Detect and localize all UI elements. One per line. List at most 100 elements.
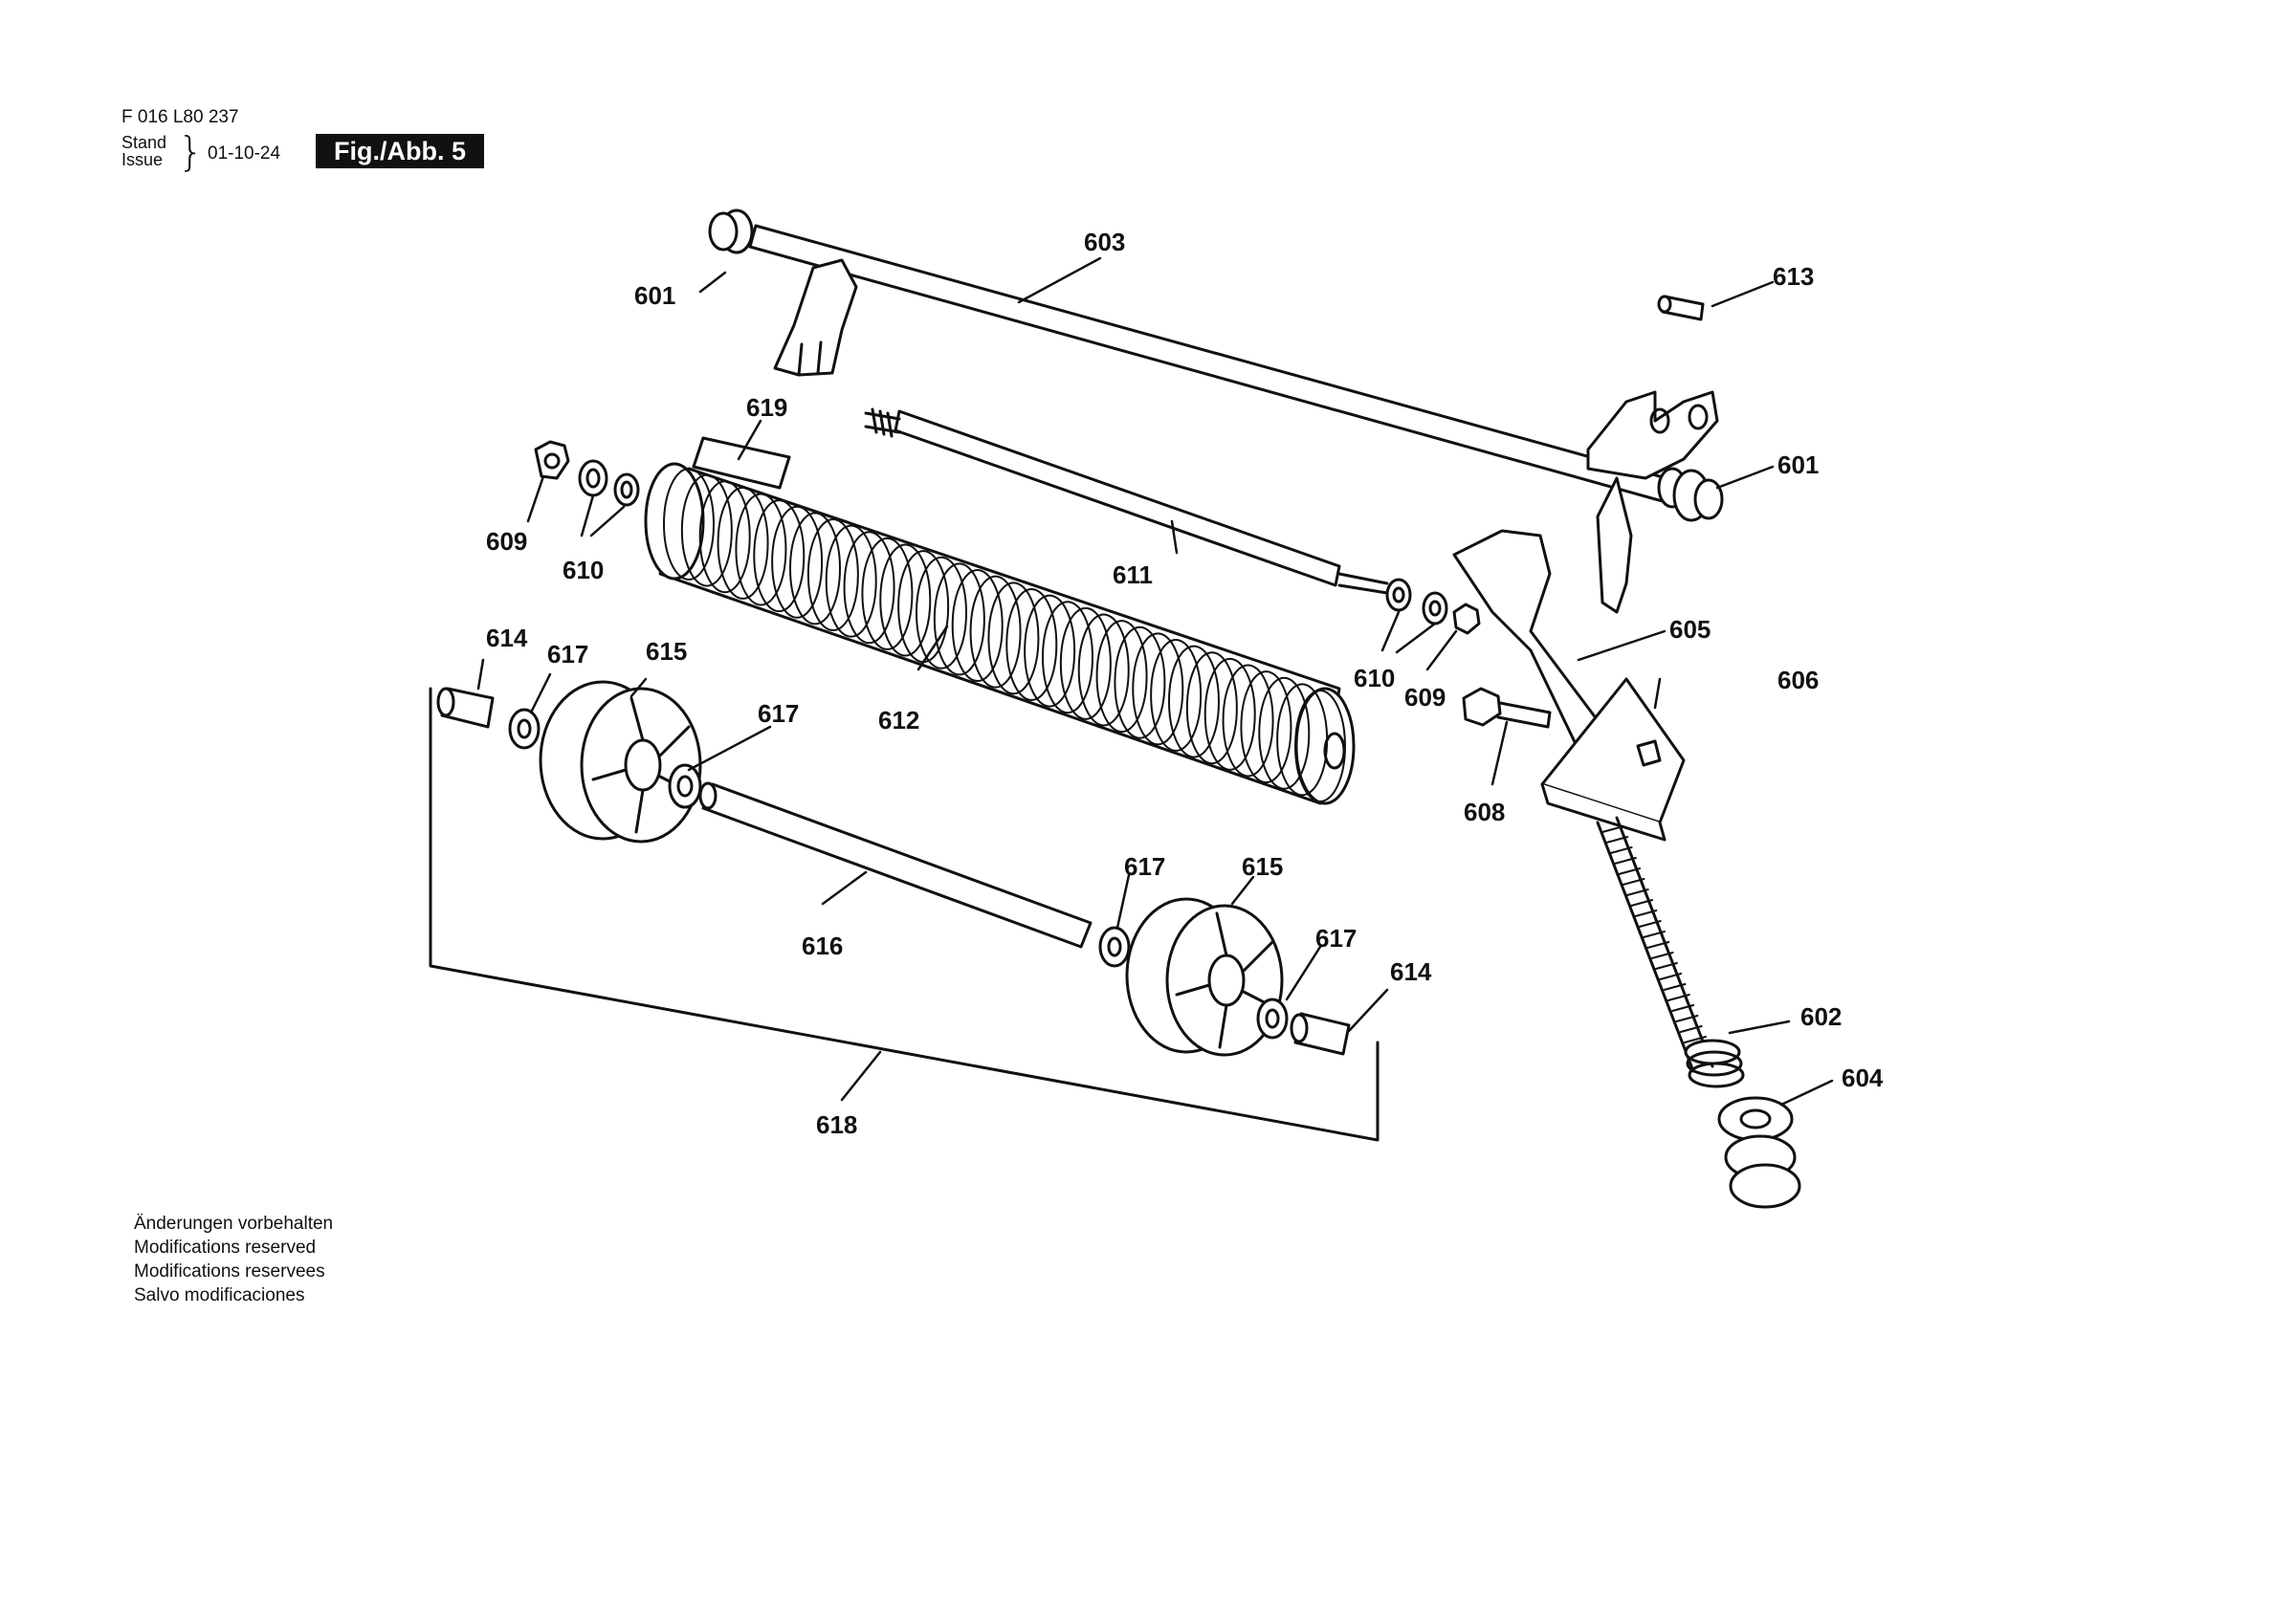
label-614-right: 614 xyxy=(1390,957,1432,986)
roller-rib xyxy=(1042,601,1093,714)
label-tag-619 xyxy=(692,436,791,490)
rod-thread-line xyxy=(1601,825,1624,833)
rod-thread-line xyxy=(1622,878,1645,886)
roller-rib xyxy=(1276,683,1329,797)
label-619: 619 xyxy=(746,393,787,422)
rod-thread-line xyxy=(1630,899,1654,907)
nut-604 xyxy=(1717,1096,1801,1209)
roller-rib xyxy=(1150,638,1203,752)
roller-rib xyxy=(717,486,769,600)
roller-rib xyxy=(825,524,877,638)
assembly-bracket-618 xyxy=(429,687,1380,1142)
washer-617-left-b xyxy=(668,763,702,809)
stand-label: Stand xyxy=(121,133,167,152)
threaded-rod xyxy=(1596,816,1714,1073)
roller-rib xyxy=(1222,664,1274,778)
rod-thread-line xyxy=(1650,952,1674,959)
rod-thread-line xyxy=(1625,888,1649,896)
rod-thread-line xyxy=(1671,1004,1695,1012)
roller-rib xyxy=(789,512,841,625)
roller-rib xyxy=(951,569,1004,683)
rod-thread-line xyxy=(1638,920,1662,928)
roller-rib xyxy=(969,575,1022,689)
spring-602 xyxy=(1684,1039,1745,1088)
roller-rib xyxy=(879,543,932,657)
label-617-mid: 617 xyxy=(1124,852,1165,881)
label-616: 616 xyxy=(802,932,843,960)
label-617-right: 617 xyxy=(1315,924,1357,953)
washer-617-right xyxy=(1256,998,1289,1040)
rod-thread-line xyxy=(1605,836,1629,844)
label-609-left: 609 xyxy=(486,527,527,556)
roller-rib xyxy=(933,562,985,676)
figure-title: Fig./Abb. 5 xyxy=(316,134,484,168)
rod-thread-line xyxy=(1684,1036,1707,1043)
shaft-603 xyxy=(708,208,1686,507)
roller-rib xyxy=(735,493,787,606)
roller-rib xyxy=(1294,690,1346,802)
rod-thread-line xyxy=(1646,941,1670,949)
rod-thread-line xyxy=(1667,994,1690,1001)
plate-606 xyxy=(1540,677,1686,842)
roller-rib xyxy=(1077,613,1130,727)
washers-610-left xyxy=(578,459,640,507)
label-612: 612 xyxy=(878,706,919,735)
label-610-right: 610 xyxy=(1354,664,1395,692)
roller-rib xyxy=(680,473,733,587)
roller-rib xyxy=(1240,670,1292,784)
roller-rib xyxy=(843,531,895,645)
roller-rib xyxy=(771,505,824,619)
roller-rib xyxy=(916,556,967,669)
bushing-601-right xyxy=(1657,467,1724,522)
roller-rib xyxy=(1203,657,1256,771)
label-610-left: 610 xyxy=(563,556,604,584)
roller-rib xyxy=(1114,625,1166,739)
modifications-notice: Änderungen vorbehalten Modifications res… xyxy=(134,1212,333,1307)
roller-rib xyxy=(1132,632,1184,746)
stand-issue-label: Stand Issue xyxy=(121,134,166,168)
bolt-608 xyxy=(1462,687,1552,729)
rod-thread-line xyxy=(1634,910,1658,917)
roller-rib xyxy=(1168,645,1220,758)
wheel-615-right xyxy=(1125,897,1284,1057)
label-606: 606 xyxy=(1777,666,1819,694)
label-604: 604 xyxy=(1842,1064,1884,1092)
document-code: F 016 L80 237 xyxy=(121,107,239,127)
sleeve-614-left xyxy=(436,687,495,729)
notice-line-de: Änderungen vorbehalten xyxy=(134,1214,334,1234)
pin-613 xyxy=(1657,295,1705,321)
label-617-left-b: 617 xyxy=(758,699,799,728)
label-601-right: 601 xyxy=(1777,450,1819,479)
washer-617-left-a xyxy=(508,708,541,750)
roller-rib xyxy=(698,480,751,594)
notice-line-es: Salvo modificaciones xyxy=(134,1285,305,1305)
washers-610-right xyxy=(1385,578,1448,625)
label-603: 603 xyxy=(1084,228,1125,256)
label-609-right: 609 xyxy=(1404,683,1446,712)
roller-rib xyxy=(1059,606,1112,720)
label-605: 605 xyxy=(1669,615,1711,644)
nut-609-right xyxy=(1452,603,1481,635)
rod-thread-line xyxy=(1654,962,1678,970)
label-615-right: 615 xyxy=(1242,852,1283,881)
nut-609-left xyxy=(534,440,570,480)
roller-rib xyxy=(987,581,1040,695)
fork-bracket-right xyxy=(1586,390,1719,614)
part-labels: 601 603 613 619 601 609 610 611 605 614 … xyxy=(486,228,1884,1139)
rod-thread-line xyxy=(1663,983,1687,991)
rod-thread-line xyxy=(1613,857,1637,865)
rod-thread-line xyxy=(1675,1015,1699,1022)
label-601-left: 601 xyxy=(634,281,675,310)
label-617-left-a: 617 xyxy=(547,640,588,669)
leader-lines xyxy=(476,256,1834,1107)
label-614-left: 614 xyxy=(486,624,528,652)
sleeve-614-right xyxy=(1290,1012,1351,1056)
roller-rib xyxy=(806,518,859,632)
notice-line-fr: Modifications reservees xyxy=(134,1261,325,1282)
issue-label: Issue xyxy=(121,150,164,169)
label-608: 608 xyxy=(1464,798,1505,826)
rod-thread-line xyxy=(1609,846,1633,854)
spindle-611 xyxy=(864,407,1389,595)
roller-rib xyxy=(1005,587,1058,701)
